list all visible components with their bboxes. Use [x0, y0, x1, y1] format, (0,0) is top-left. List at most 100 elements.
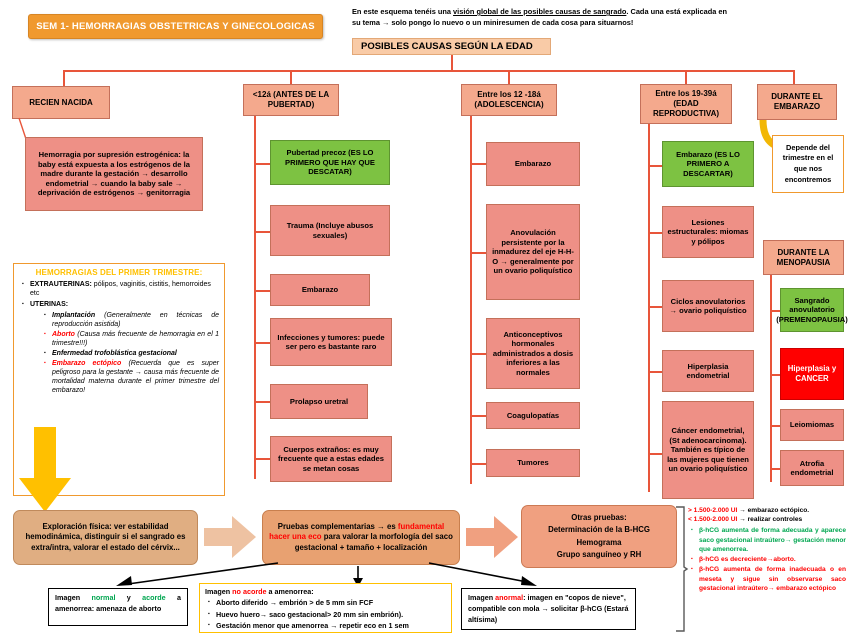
other-tests-line-0: Determinación de la B-HCG: [548, 525, 650, 535]
block-arrow-1-icon: [204, 516, 256, 558]
reproductive-branch-3: [648, 306, 663, 308]
list-item: Implantación (Generalmente en técnicas d…: [44, 311, 219, 329]
adolescence-item-4[interactable]: Tumores: [486, 449, 580, 477]
tests-part-b: fundamental hacer una eco: [269, 521, 445, 542]
menopause-item-1[interactable]: Hiperplasia y CANCER: [780, 348, 844, 400]
age-group-prepuberty[interactable]: <12á (ANTES DE LA PUBERTAD): [243, 84, 339, 116]
outcome-normal-pre: Imagen: [55, 593, 92, 602]
uterine-label: UTERINAS:: [30, 300, 69, 308]
reproductive-branch-2: [648, 232, 663, 234]
hcg-line-2-value: < 1.500-2.000 UI: [688, 516, 738, 524]
arrow-to-normal-outcome: [116, 562, 279, 586]
age-group-pregnancy[interactable]: DURANTE EL EMBARAZO: [757, 84, 837, 120]
outcome-ab-red: anormal: [495, 593, 524, 602]
adolescence-item-2-label: Anticonceptivos hormonales administrados…: [492, 329, 574, 377]
prepuberty-item-3-label: Infecciones y tumores: puede ser pero es…: [277, 332, 385, 351]
outcome-not-matching-box[interactable]: Imagen no acorde a amenorrea: Aborto dif…: [199, 583, 452, 633]
adolescence-branch-3: [470, 353, 487, 355]
adolescence-item-0[interactable]: Embarazo: [486, 142, 580, 186]
prepuberty-item-5-label: Cuerpos extraños: es muy frecuente que a…: [278, 444, 384, 473]
list-item: Embarazo ectópico (Recuerda que es super…: [44, 359, 219, 395]
hcg-line-2: < 1.500-2.000 UI → realizar controles: [688, 515, 846, 524]
subitem-trofoblastica-title: Enfermedad trofoblástica gestacional: [52, 350, 177, 358]
list-item: Gestación menor que amenorrea → repetir …: [208, 621, 446, 631]
adolescence-item-2[interactable]: Anticonceptivos hormonales administrados…: [486, 318, 580, 389]
reproductive-item-0[interactable]: Embarazo (ES LO PRIMERO A DESCARTAR): [662, 141, 754, 187]
right-brace-icon: [676, 506, 689, 632]
hcg-bullet-1: β-hCG es decreciente→aborto.: [699, 556, 796, 564]
menopause-branch-4: [770, 468, 782, 470]
outcome-nm-pre: Imagen: [205, 587, 233, 596]
other-tests-box[interactable]: Otras pruebas: Determinación de la B-HCG…: [521, 505, 677, 568]
tests-part-a: Pruebas complementarias → es: [277, 521, 398, 531]
bus-line-horizontal: [63, 70, 793, 72]
intro-line1-highlight: visión global de las posibles causas de …: [453, 7, 627, 16]
menopause-item-0[interactable]: Sangrado anovulatorio (PREMENOPAUSIA): [776, 288, 848, 332]
prepuberty-item-5[interactable]: Cuerpos extraños: es muy frecuente que a…: [270, 436, 392, 482]
bus-drop-adolescence: [508, 70, 510, 84]
reproductive-item-3[interactable]: Hiperplasia endometrial: [662, 350, 754, 392]
hcg-bullet-2: β-hCG aumenta de forma inadecuada o en m…: [699, 566, 846, 592]
outcome-ab-post: : imagen en "copos de nieve", compatible…: [468, 593, 629, 624]
adolescence-branch-2: [470, 252, 487, 254]
list-item: Enfermedad trofoblástica gestacional: [44, 349, 219, 358]
first-trimester-note-title: HEMORRAGIAS DEL PRIMER TRIMESTRE:: [35, 268, 203, 277]
age-group-adolescence[interactable]: Entre los 12 -18á (ADOLESCENCIA): [461, 84, 557, 116]
subitem-implantacion-body: (Generalmente en técnicas de reproducció…: [52, 311, 219, 328]
reproductive-item-4[interactable]: Cáncer endometrial, (St adenocarcinoma).…: [662, 401, 754, 499]
menopause-item-2[interactable]: Leiomiomas: [780, 409, 844, 441]
adolescence-item-1[interactable]: Anovulación persistente por la inmadurez…: [486, 204, 580, 300]
adolescence-item-3[interactable]: Coagulopatías: [486, 402, 580, 429]
prepuberty-item-2-label: Embarazo: [301, 285, 339, 295]
prepuberty-item-0[interactable]: Pubertad precoz (ES LO PRIMERO QUE HAY Q…: [270, 140, 390, 185]
age-group-newborn-label: RECIEN NACIDA: [29, 97, 93, 107]
subitem-ectopico-title: Embarazo ectópico: [52, 360, 122, 368]
prepuberty-item-2[interactable]: Embarazo: [270, 274, 370, 306]
menopause-branch-1: [770, 310, 782, 312]
adolescence-item-1-label: Anovulación persistente por la inmadurez…: [492, 228, 574, 276]
menopause-item-2-label: Leiomiomas: [789, 420, 835, 430]
newborn-detail-box[interactable]: Hemorragia por supresión estrogénica: la…: [25, 137, 203, 211]
intro-paragraph: En este esquema tenéis una visión global…: [352, 7, 844, 27]
prepuberty-branch-4: [254, 342, 271, 344]
exploration-box[interactable]: Exploración física: ver estabilidad hemo…: [13, 510, 198, 565]
list-item: Aborto (Causa más frecuente de hemorragi…: [44, 330, 219, 348]
outcome-nm-bullet-0: Aborto diferido → embrión > de 5 mm sin …: [216, 598, 374, 608]
reproductive-branch-1: [648, 165, 663, 167]
adolescence-branch-1: [470, 163, 487, 165]
block-arrow-2-icon: [466, 516, 518, 558]
connector-newborn: [18, 117, 27, 140]
complementary-tests-box[interactable]: Pruebas complementarias → es fundamental…: [262, 510, 460, 565]
prepuberty-branch-5: [254, 401, 271, 403]
list-item: β-hCG es decreciente→aborto.: [691, 555, 846, 564]
outcome-normal-box[interactable]: Imagen normal y acorde a amenorrea: amen…: [48, 588, 188, 626]
menopause-item-3[interactable]: Atrofia endometrial: [780, 450, 844, 486]
extrauterine-text: pólipos, vaginitis, cistitis, hemorroide…: [30, 281, 211, 298]
prepuberty-item-3[interactable]: Infecciones y tumores: puede ser pero es…: [270, 318, 392, 366]
list-item: β-hCG aumenta de forma inadecuada o en m…: [691, 565, 846, 593]
adolescence-branch-5: [470, 463, 487, 465]
pregnancy-note[interactable]: Depende del trimestre en el que nos enco…: [772, 135, 844, 193]
age-group-newborn[interactable]: RECIEN NACIDA: [12, 86, 110, 119]
prepuberty-item-4[interactable]: Prolapso uretral: [270, 384, 368, 419]
reproductive-item-2[interactable]: Ciclos anovulatorios → ovario poliquísti…: [662, 280, 754, 332]
age-group-reproductive[interactable]: Entre los 19-39á (EDAD REPRODUCTIVA): [640, 84, 732, 124]
adolescence-item-4-label: Tumores: [517, 458, 549, 468]
complementary-tests-text: Pruebas complementarias → es fundamental…: [269, 522, 453, 554]
page-title-banner: SEM 1- HEMORRAGIAS OBSTETRICAS Y GINECOL…: [28, 14, 323, 39]
age-group-pregnancy-label: DURANTE EL EMBARAZO: [771, 92, 823, 111]
age-group-menopause[interactable]: DURANTE LA MENOPAUSIA: [763, 240, 844, 275]
subitem-aborto-title: Aborto: [52, 330, 75, 338]
reproductive-spine: [648, 124, 650, 492]
prepuberty-item-1[interactable]: Trauma (Incluye abusos sexuales): [270, 205, 390, 256]
outcome-not-matching-title: Imagen no acorde a amenorrea:: [205, 587, 446, 597]
subitem-aborto-body: (Causa más frecuente de hemorragia en el…: [52, 330, 219, 347]
reproductive-item-1[interactable]: Lesiones estructurales: miomas y pólipos: [662, 206, 754, 258]
outcome-abnormal-box[interactable]: Imagen anormal: imagen en "copos de niev…: [461, 588, 636, 630]
exploration-text: Exploración física: ver estabilidad hemo…: [25, 521, 186, 552]
reproductive-item-3-label: Hiperplasia endometrial: [686, 361, 730, 380]
reproductive-branch-5: [648, 453, 663, 455]
reproductive-item-4-label: Cáncer endometrial, (St adenocarcinoma).…: [667, 426, 749, 474]
hcg-line-1-text: → embarazo ectópico.: [739, 507, 810, 514]
intro-line1-part1: En este esquema tenéis una: [352, 7, 454, 16]
